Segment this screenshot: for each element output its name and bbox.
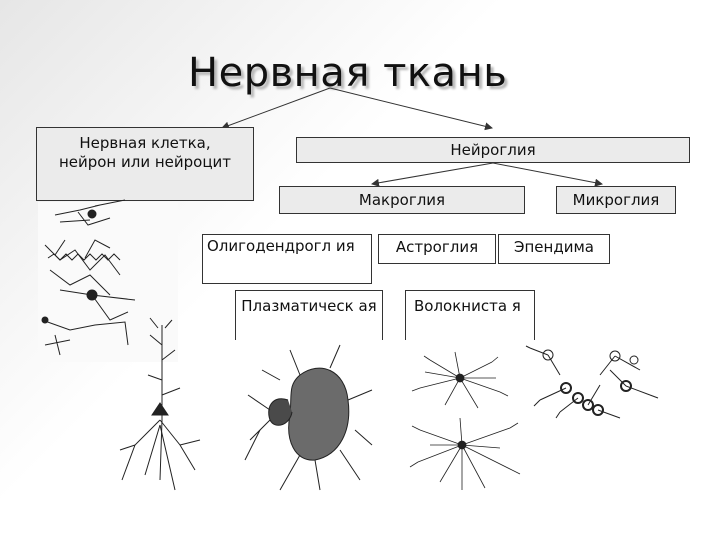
edge-neuroglia-microglia: [492, 162, 603, 187]
plasmatic-box: Плазматическ ая: [235, 290, 383, 340]
plasmatic-astrocyte-icon: [240, 344, 375, 495]
edge-title-neuron: [221, 87, 331, 130]
edge-title-neuroglia: [329, 87, 493, 131]
ependyma-box: Эпендима: [498, 234, 610, 264]
neuron-box: Нервная клетка, нейрон или нейроцит: [36, 127, 254, 201]
microglia-box: Микроглия: [556, 186, 676, 214]
neuroglia-box: Нейроглия: [296, 137, 690, 163]
neuron-drawings-icon: [38, 199, 178, 362]
fibrous-astrocyte-icon: [400, 345, 525, 495]
pyramidal-neuron-icon: [119, 317, 201, 491]
fibrous-box: Волокниста я: [405, 290, 535, 340]
oligodendroglia-box: Олигодендрогл ия: [202, 234, 372, 284]
edge-neuroglia-macroglia: [371, 162, 494, 187]
macroglia-box: Макроглия: [279, 186, 525, 214]
slide-title: Нервная ткань: [188, 50, 508, 96]
astroglia-box: Астроглия: [378, 234, 496, 264]
microglia-cells-icon: [525, 345, 670, 420]
